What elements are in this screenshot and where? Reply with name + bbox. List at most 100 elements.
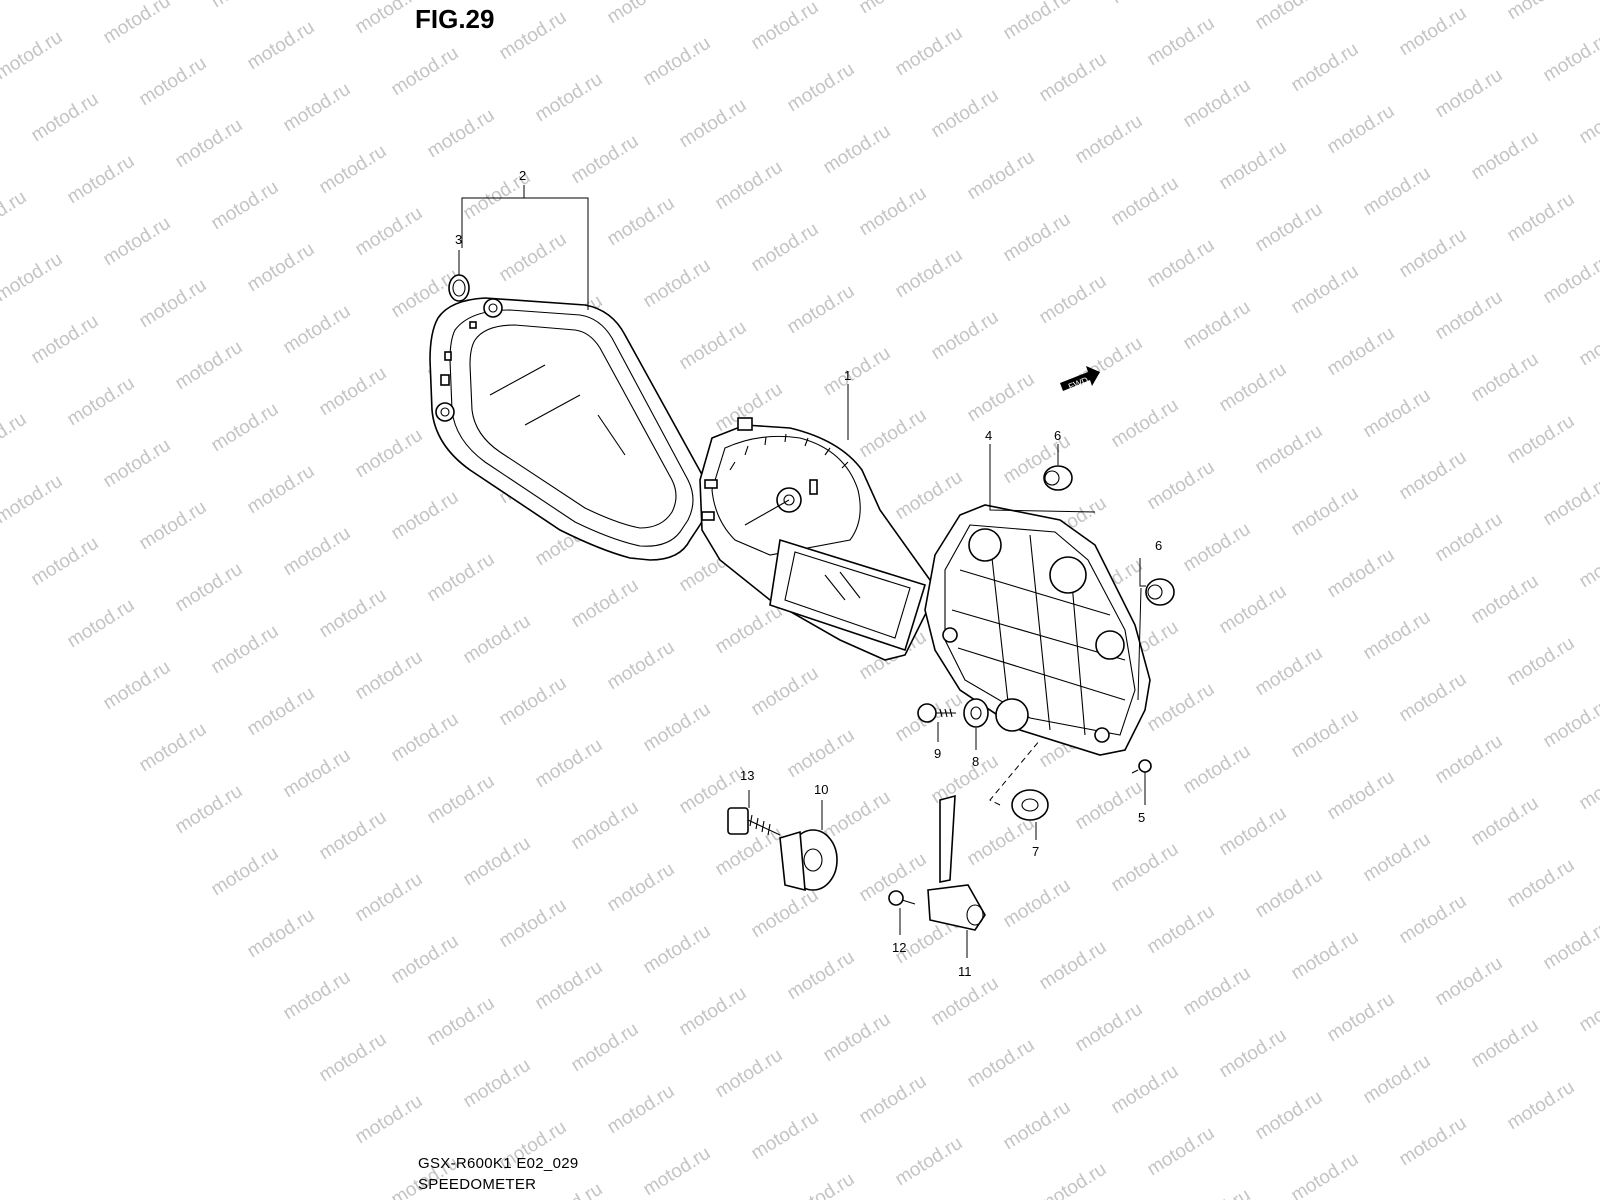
watermark-text: motod.ru xyxy=(424,105,499,163)
watermark-text: motod.ru xyxy=(1324,989,1399,1047)
part-12-bolt xyxy=(888,890,916,906)
watermark-text: motod.ru xyxy=(604,193,679,251)
watermark-text: motod.ru xyxy=(100,213,175,271)
watermark-text: motod.ru xyxy=(316,585,391,643)
watermark-text: motod.ru xyxy=(532,735,607,793)
watermark-text: motod.ru xyxy=(28,311,103,369)
watermark-text: motod.ru xyxy=(100,657,175,715)
watermark-text: motod.ru xyxy=(820,1009,895,1067)
watermark-text: motod.ru xyxy=(460,611,535,669)
watermark-text: motod.ru xyxy=(1144,901,1219,959)
watermark-text: motod.ru xyxy=(1216,359,1291,417)
callout-8: 8 xyxy=(972,754,979,769)
watermark-text: motod.ru xyxy=(136,53,211,111)
watermark-text: motod.ru xyxy=(1540,695,1600,753)
watermark-text: motod.ru xyxy=(1504,0,1579,24)
watermark-text: motod.ru xyxy=(1036,49,1111,107)
watermark-text: motod.ru xyxy=(496,895,571,953)
part-3-cushion xyxy=(448,274,470,302)
watermark-text: motod.ru xyxy=(1360,1051,1435,1109)
watermark-text: motod.ru xyxy=(0,0,30,22)
watermark-text: motod.ru xyxy=(352,203,427,261)
watermark-text: motod.ru xyxy=(640,255,715,313)
watermark-text: motod.ru xyxy=(460,1055,535,1113)
watermark-text: motod.ru xyxy=(316,1029,391,1087)
watermark-text: motod.ru xyxy=(568,575,643,633)
watermark-text: motod.ru xyxy=(352,647,427,705)
watermark-text: motod.ru xyxy=(280,967,355,1025)
watermark-text: motod.ru xyxy=(1180,519,1255,577)
callout-7: 7 xyxy=(1032,844,1039,859)
part-8-washer xyxy=(963,698,989,728)
watermark-text: motod.ru xyxy=(1396,1113,1471,1171)
watermark-text: motod.ru xyxy=(1000,0,1075,44)
watermark-text: motod.ru xyxy=(676,95,751,153)
watermark-text: motod.ru xyxy=(568,797,643,855)
watermark-text: motod.ru xyxy=(1072,777,1147,835)
watermark-text: motod.ru xyxy=(892,23,967,81)
watermark-text: motod.ru xyxy=(316,363,391,421)
watermark-text: motod.ru xyxy=(208,399,283,457)
watermark-text: motod.ru xyxy=(172,559,247,617)
watermark-text: motod.ru xyxy=(280,79,355,137)
watermark-text: motod.ru xyxy=(964,1035,1039,1093)
watermark-text: motod.ru xyxy=(64,151,139,209)
watermark-text: motod.ru xyxy=(1576,757,1600,815)
watermark-text: motod.ru xyxy=(964,813,1039,871)
watermark-text: motod.ru xyxy=(1180,963,1255,1021)
watermark-text: motod.ru xyxy=(1576,979,1600,1037)
watermark-text: motod.ru xyxy=(1468,127,1543,185)
callout-12: 12 xyxy=(892,940,906,955)
watermark-text: motod.ru xyxy=(244,905,319,963)
watermark-text: motod.ru xyxy=(964,369,1039,427)
watermark-text: motod.ru xyxy=(1324,767,1399,825)
watermark-text: motod.ru xyxy=(424,993,499,1051)
watermark-text: motod.ru xyxy=(712,601,787,659)
watermark-text: motod.ru xyxy=(1288,705,1363,763)
watermark-text: motod.ru xyxy=(568,131,643,189)
watermark-text: motod.ru xyxy=(64,595,139,653)
watermark-text: motod.ru xyxy=(280,523,355,581)
watermark-text: motod.ru xyxy=(1396,891,1471,949)
watermark-text: motod.ru xyxy=(1432,65,1507,123)
watermark-text: motod.ru xyxy=(280,745,355,803)
watermark-text: motod.ru xyxy=(244,17,319,75)
part-5-screw xyxy=(1131,759,1152,774)
watermark-text: motod.ru xyxy=(316,807,391,865)
watermark-text: motod.ru xyxy=(712,823,787,881)
watermark-text: motod.ru xyxy=(1216,137,1291,195)
watermark-text: motod.ru xyxy=(28,533,103,591)
watermark-text: motod.ru xyxy=(208,621,283,679)
watermark-text: motod.ru xyxy=(1000,875,1075,933)
part-2-meter-case xyxy=(429,297,710,561)
watermark-text: motod.ru xyxy=(1540,917,1600,975)
watermark-text: motod.ru xyxy=(892,1133,967,1191)
watermark-text: motod.ru xyxy=(136,275,211,333)
watermark-text: motod.ru xyxy=(856,183,931,241)
watermark-text: motod.ru xyxy=(1396,447,1471,505)
watermark-text: motod.ru xyxy=(1000,1097,1075,1155)
fwd-label: FWD xyxy=(1067,375,1090,392)
watermark-text: motod.ru xyxy=(1576,313,1600,371)
watermark-text: motod.ru xyxy=(784,725,859,783)
watermark-text: motod.ru xyxy=(1432,953,1507,1011)
watermark-text: motod.ru xyxy=(1324,101,1399,159)
watermark-text: motod.ru xyxy=(1180,297,1255,355)
watermark-text: motod.ru xyxy=(532,1179,607,1200)
watermark-text: motod.ru xyxy=(1252,865,1327,923)
watermark-text: motod.ru xyxy=(172,337,247,395)
watermark-text: motod.ru xyxy=(1036,1159,1111,1200)
watermark-text: motod.ru xyxy=(748,219,823,277)
watermark-text: motod.ru xyxy=(1072,999,1147,1057)
watermark-text: motod.ru xyxy=(1036,937,1111,995)
watermark-text: motod.ru xyxy=(460,0,535,2)
part-4-lower-case xyxy=(924,504,1151,756)
watermark-text: motod.ru xyxy=(1180,75,1255,133)
callout-13: 13 xyxy=(740,768,754,783)
watermark-text: motod.ru xyxy=(1396,3,1471,61)
watermark-text: motod.ru xyxy=(784,947,859,1005)
callout-1: 1 xyxy=(844,368,851,383)
leader-lines xyxy=(458,185,1146,958)
part-7-grommet xyxy=(1011,789,1049,821)
watermark-text: motod.ru xyxy=(64,373,139,431)
